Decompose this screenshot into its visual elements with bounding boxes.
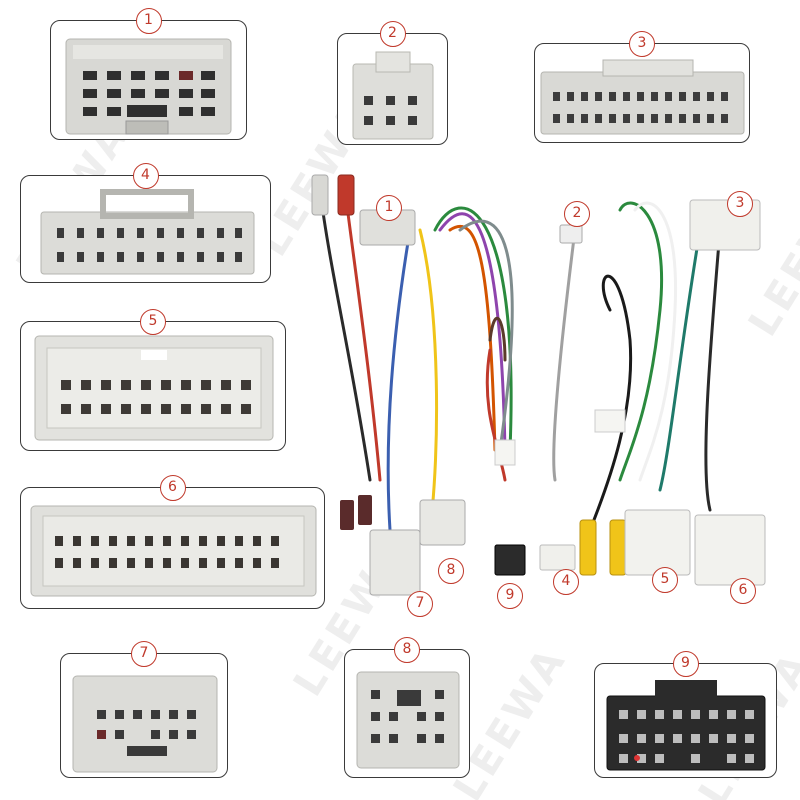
connector-6-panel: 6 [20,475,325,609]
connector-9-badge: 9 [672,651,699,677]
connector-1-image [65,38,232,135]
harness-drawing [311,174,766,596]
connector-5-panel: 5 [20,309,286,451]
connector-5-badge: 5 [140,309,166,335]
connector-7-badge: 7 [131,641,157,667]
connector-3-panel: 3 [534,31,750,143]
harness-label-5: 5 [652,567,678,593]
connector-1-panel: 1 [50,8,247,140]
harness-label-7: 7 [407,591,433,617]
harness-label-8: 8 [438,558,464,584]
connector-3-image [540,59,745,135]
harness-label-6: 6 [730,578,756,604]
connector-9-image [606,680,766,771]
connector-4-panel: 4 [20,163,271,283]
connector-4-badge: 4 [132,163,159,189]
connector-7-panel: 7 [60,641,228,778]
connector-2-image [352,51,434,140]
connector-2-badge: 2 [379,21,406,47]
connector-7-image [72,675,218,773]
harness-label-2: 2 [564,201,590,227]
connector-6-image [30,505,317,597]
connector-8-badge: 8 [394,637,420,663]
connector-6-badge: 6 [159,475,186,501]
connector-5-image [34,335,274,441]
connector-4-image [40,189,255,275]
connector-8-panel: 8 [344,637,470,778]
connector-8-image [356,671,460,769]
harness-label-4: 4 [553,569,579,595]
connector-3-badge: 3 [629,31,655,57]
connector-1-badge: 1 [135,8,162,34]
connector-2-panel: 2 [337,21,448,145]
harness-label-9: 9 [497,583,523,609]
wiring-harness-image: 1 2 3 4 5 6 7 8 9 [290,150,800,620]
harness-label-1: 1 [376,195,402,221]
harness-label-3: 3 [727,191,753,217]
connector-9-panel: 9 [594,651,777,778]
